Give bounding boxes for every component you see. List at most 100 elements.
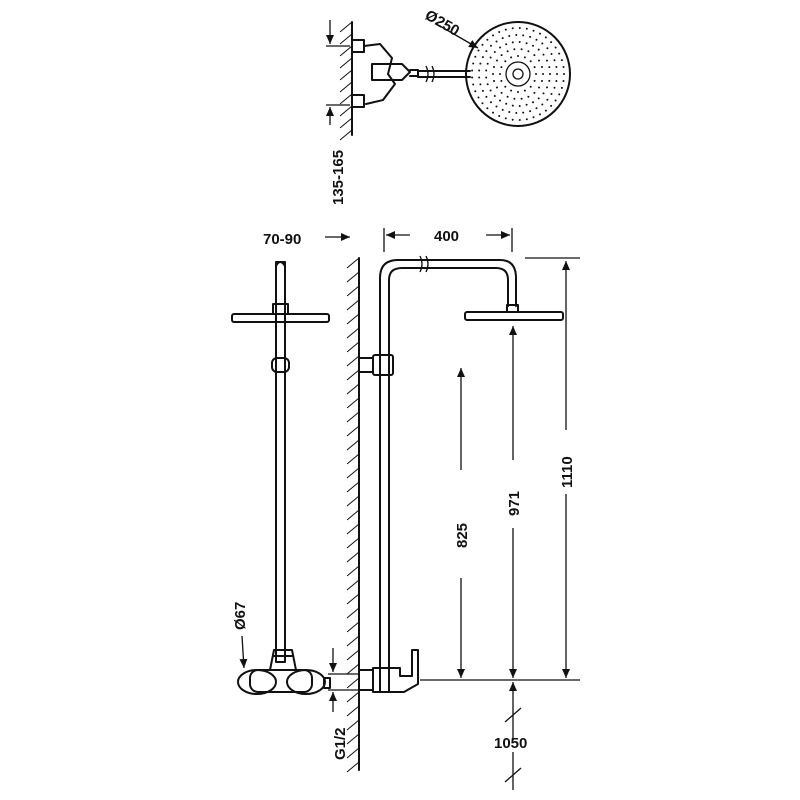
nozzle-dot (550, 104, 553, 107)
side-view: G1/2 (328, 255, 564, 773)
nozzle-dot (511, 41, 514, 44)
wall-hatch-side (346, 257, 360, 773)
nozzle-dot (539, 113, 541, 116)
front-head-joint (272, 303, 289, 315)
nozzle-dot (500, 66, 503, 69)
nozzle-dot (555, 80, 558, 82)
nozzle-dot (529, 35, 532, 38)
shower-head-nozzles (471, 27, 565, 121)
front-mixer (237, 649, 331, 695)
nozzle-dot (515, 34, 518, 36)
nozzle-dot (517, 91, 519, 93)
arm-break-mark-top (425, 65, 435, 83)
nozzle-dot (481, 102, 484, 105)
arm-length-label: 400 (434, 228, 459, 245)
nozzle-dot (533, 66, 536, 69)
nozzle-dot (486, 83, 489, 86)
wall-hatch-top (339, 21, 353, 141)
nozzle-dot (496, 86, 498, 89)
nozzle-dot (541, 80, 543, 82)
front-shower-head (231, 313, 330, 323)
nozzle-dot (518, 105, 521, 107)
nozzle-dot (485, 95, 488, 98)
nozzle-dot (537, 48, 540, 51)
nozzle-dot (548, 66, 551, 69)
nozzle-dot (501, 108, 504, 111)
nozzle-dot (490, 101, 492, 104)
nozzle-dot (485, 76, 488, 79)
nozzle-dot (542, 53, 545, 56)
nozzle-dot (478, 69, 481, 72)
nozzle-dot (492, 111, 494, 114)
nozzle-dot (479, 83, 482, 86)
nozzle-dot (563, 73, 565, 75)
nozzle-dot (493, 95, 496, 97)
nozzle-dot (505, 43, 508, 46)
nozzle-dot (546, 86, 548, 89)
nozzle-dot (550, 93, 553, 95)
nozzle-dot (489, 56, 492, 59)
nozzle-dot (485, 50, 488, 53)
nozzle-dot (554, 46, 557, 49)
nozzle-dot (511, 104, 514, 107)
nozzle-dot (525, 118, 528, 121)
nozzle-dot (554, 99, 557, 102)
nozzle-dot (522, 111, 525, 114)
nozzle-dot (493, 80, 495, 82)
nozzle-dot (562, 66, 565, 68)
front-view: 70-90 Ø67 (231, 231, 350, 695)
nozzle-dot (538, 59, 540, 62)
nozzle-dot (522, 34, 525, 37)
side-shower-head (464, 311, 564, 321)
nozzle-dot (500, 79, 503, 82)
nozzle-dot (541, 103, 544, 106)
nozzle-dot (492, 73, 494, 75)
nozzle-dot (518, 41, 521, 43)
nozzle-dot (560, 86, 563, 89)
nozzle-dot (556, 73, 558, 75)
nozzle-dot (495, 40, 498, 43)
nozzle-dot (518, 119, 521, 121)
nozzle-dot (492, 34, 494, 37)
nozzle-dot (477, 96, 480, 99)
nozzle-dot (533, 54, 536, 57)
nozzle-dot (558, 93, 561, 96)
nozzle-dot (499, 73, 501, 75)
nozzle-dot (539, 32, 541, 35)
top-view: Ø250 135-165 (326, 7, 571, 205)
nozzle-dot (493, 51, 496, 53)
wall-distance-label: 135-165 (330, 150, 347, 205)
nozzle-dot (511, 27, 514, 30)
nozzle-dot (518, 27, 521, 29)
nozzle-dot (508, 111, 511, 113)
nozzle-dot (535, 38, 538, 41)
mixer-top-view (351, 39, 419, 108)
nozzle-dot (501, 37, 504, 40)
nozzle-dot (481, 43, 484, 46)
nozzle-dot (541, 66, 543, 68)
nozzle-dot (553, 59, 556, 62)
nozzle-dot (489, 89, 492, 92)
nozzle-dot (486, 62, 489, 65)
nozzle-dot (542, 73, 544, 75)
nozzle-dot (499, 46, 501, 49)
nozzle-dot (515, 112, 518, 114)
nozzle-dot (486, 107, 489, 110)
nozzle-dot (520, 97, 523, 100)
nozzle-dot (537, 97, 540, 100)
nozzle-dot (506, 95, 509, 98)
nozzle-dot (517, 55, 519, 57)
nozzle-dot (511, 118, 514, 121)
side-mixer (358, 649, 419, 693)
nozzle-dot (535, 73, 537, 75)
nozzle-dot (548, 79, 551, 82)
nozzle-dot (490, 44, 492, 47)
dimension-lines: 400 825 971 1110 1050 (383, 228, 580, 790)
nozzle-dot (544, 109, 547, 112)
nozzle-dot (504, 28, 507, 31)
nozzle-dot (525, 27, 528, 30)
nozzle-dot (504, 85, 507, 88)
nozzle-dot (504, 60, 507, 63)
nozzle-dot (553, 86, 556, 89)
